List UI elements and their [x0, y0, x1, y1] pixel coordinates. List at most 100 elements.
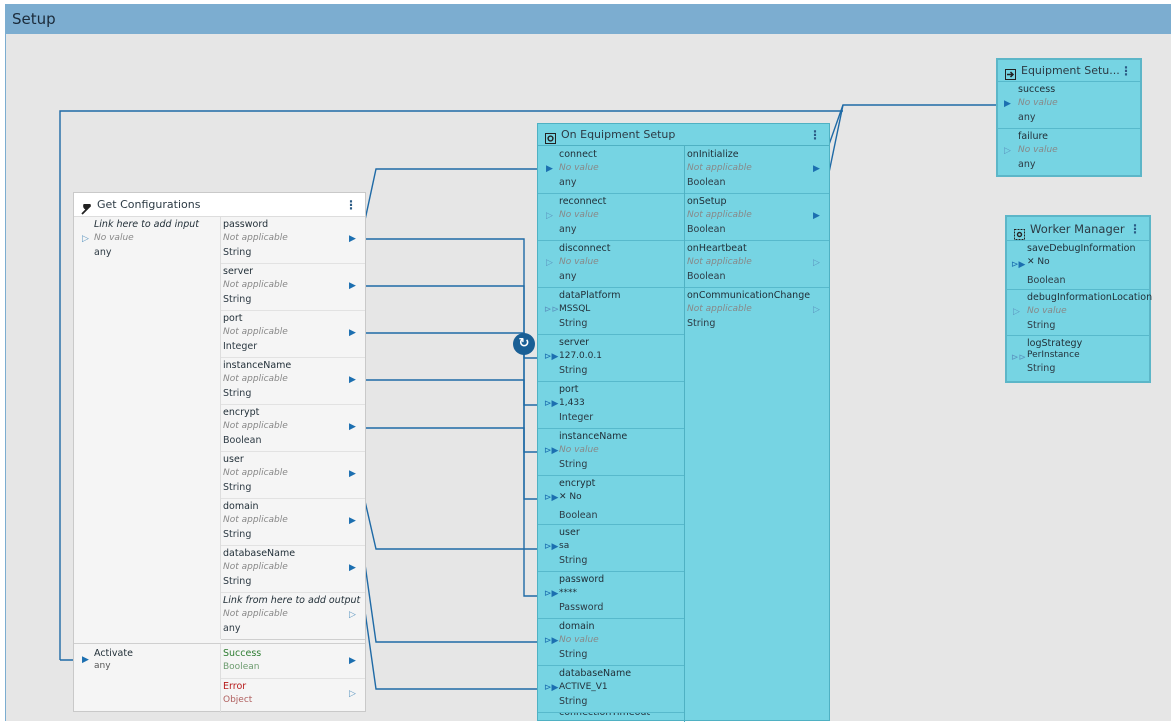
oes-input-password[interactable]: ⊳▶ password **** Password — [538, 572, 684, 619]
oes-output-oninitialize[interactable]: onInitialize Not applicable Boolean ▶ — [685, 147, 829, 194]
oes-output-oncommunicationchange[interactable]: onCommunicationChange Not applicable Str… — [685, 288, 829, 335]
port-type: Boolean — [687, 271, 725, 282]
port-name: failure — [1018, 131, 1048, 142]
port-type: Integer — [559, 412, 593, 423]
wm-debuglocation-port[interactable]: ▷ debugInformationLocation No value Stri… — [1007, 290, 1149, 336]
port-type: any — [559, 224, 576, 235]
output-arrow-icon[interactable]: ▶ — [349, 234, 356, 244]
port-name: port — [559, 384, 578, 395]
worker-manager-node[interactable]: Worker Manager ⋮ ⊳▶ saveDebugInformation… — [1005, 215, 1151, 383]
oes-input-connect[interactable]: ▶ connect No value any — [538, 147, 684, 194]
output-arrow-icon[interactable]: ▶ — [349, 563, 356, 573]
oes-input-user[interactable]: ⊳▶ user sa String — [538, 525, 684, 572]
output-arrow-icon[interactable]: ▶ — [349, 422, 356, 432]
oes-input-port[interactable]: ⊳▶ port 1,433 Integer — [538, 382, 684, 429]
port-name: domain — [223, 501, 259, 512]
port-value: Not applicable — [223, 609, 288, 619]
double-arrow-icon: ⊳▶ — [544, 493, 558, 503]
output-arrow-icon[interactable]: ▶ — [349, 375, 356, 385]
port-value: 127.0.0.1 — [559, 351, 602, 361]
oes-input-dataplatform[interactable]: ⊳⊳ dataPlatform MSSQL String — [538, 288, 684, 335]
kebab-menu-icon[interactable]: ⋮ — [809, 124, 821, 146]
gc-output-encrypt[interactable]: encrypt Not applicable Boolean ▶ — [221, 405, 365, 452]
gc-output-password[interactable]: password Not applicable String ▶ — [221, 217, 365, 264]
worker-manager-title: Worker Manager — [1030, 222, 1125, 236]
gc-error-port[interactable]: Error Object ▷ — [221, 679, 365, 712]
port-value: ACTIVE_V1 — [559, 682, 608, 692]
input-arrow-icon: ▶ — [82, 655, 89, 665]
port-value: Not applicable — [223, 280, 288, 290]
output-arrow-icon[interactable]: ▷ — [813, 305, 820, 315]
gc-output-instancename[interactable]: instanceName Not applicable String ▶ — [221, 358, 365, 405]
get-configurations-node[interactable]: Get Configurations ⋮ Link here to add in… — [73, 192, 366, 712]
port-name: Activate — [94, 648, 133, 659]
output-arrow-icon[interactable]: ▶ — [349, 281, 356, 291]
gc-output-port[interactable]: port Not applicable Integer ▶ — [221, 311, 365, 358]
kebab-menu-icon[interactable]: ⋮ — [1129, 217, 1141, 241]
port-value: No value — [1018, 145, 1058, 155]
output-arrow-icon[interactable]: ▶ — [813, 211, 820, 221]
oes-input-disconnect[interactable]: ▷ disconnect No value any — [538, 241, 684, 288]
oes-input-databasename[interactable]: ⊳▶ databaseName ACTIVE_V1 String — [538, 666, 684, 713]
port-name: server — [559, 337, 589, 348]
gc-output-user[interactable]: user Not applicable String ▶ — [221, 452, 365, 499]
output-arrow-icon[interactable]: ▷ — [349, 610, 356, 620]
window-title-bar: Setup — [5, 4, 1171, 34]
get-configurations-header[interactable]: Get Configurations ⋮ — [74, 193, 365, 217]
port-type: any — [1018, 112, 1035, 123]
oes-input-encrypt[interactable]: ⊳▶ encrypt ✕ No Boolean — [538, 476, 684, 525]
port-type: any — [94, 661, 111, 671]
gc-input-port[interactable]: Link here to add input ▷ No value any — [74, 217, 220, 261]
port-value: **** — [559, 588, 577, 598]
port-name: onHeartbeat — [687, 243, 747, 254]
gc-success-port[interactable]: Success Boolean ▶ — [221, 646, 365, 679]
port-type: Password — [559, 602, 603, 613]
output-arrow-icon[interactable]: ▷ — [813, 258, 820, 268]
kebab-menu-icon[interactable]: ⋮ — [1120, 60, 1132, 82]
es-failure-port[interactable]: ▷ failure No value any — [998, 129, 1140, 175]
oes-input-instancename[interactable]: ⊳▶ instanceName No value String — [538, 429, 684, 476]
port-name: reconnect — [559, 196, 606, 207]
output-arrow-icon[interactable]: ▶ — [349, 469, 356, 479]
port-type: Boolean — [687, 177, 725, 188]
wrench-icon — [81, 200, 92, 211]
equipment-setup-result-title: Equipment Setu... — [1021, 64, 1120, 77]
oes-input-domain[interactable]: ⊳▶ domain No value String — [538, 619, 684, 666]
port-value: sa — [559, 541, 569, 551]
port-name: databaseName — [559, 668, 631, 679]
double-arrow-icon: ⊳▶ — [544, 636, 558, 646]
port-value: ✕ No — [1027, 257, 1050, 267]
oes-output-onsetup[interactable]: onSetup Not applicable Boolean ▶ — [685, 194, 829, 241]
on-equipment-setup-node[interactable]: On Equipment Setup ⋮ ▶ connect No value … — [537, 123, 830, 721]
gc-activate-port[interactable]: ▶ Activate any — [74, 646, 220, 686]
port-type: any — [1018, 159, 1035, 170]
double-arrow-icon: ⊳▶ — [544, 352, 558, 362]
double-arrow-icon: ⊳▶ — [1011, 260, 1025, 270]
gc-output-databasename[interactable]: databaseName Not applicable String ▶ — [221, 546, 365, 593]
worker-manager-header[interactable]: Worker Manager ⋮ — [1007, 217, 1149, 241]
port-type: String — [223, 247, 251, 258]
oes-input-reconnect[interactable]: ▷ reconnect No value any — [538, 194, 684, 241]
port-value: No value — [559, 210, 599, 220]
output-arrow-icon[interactable]: ▶ — [349, 516, 356, 526]
kebab-menu-icon[interactable]: ⋮ — [345, 193, 357, 217]
port-value: Not applicable — [223, 233, 288, 243]
output-arrow-icon[interactable]: ▶ — [813, 164, 820, 174]
on-equipment-setup-header[interactable]: On Equipment Setup ⋮ — [538, 124, 829, 146]
wm-savedebug-port[interactable]: ⊳▶ saveDebugInformation ✕ No Boolean — [1007, 241, 1149, 290]
es-success-port[interactable]: ▶ success No value any — [998, 82, 1140, 129]
gc-output-server[interactable]: server Not applicable String ▶ — [221, 264, 365, 311]
oes-output-onheartbeat[interactable]: onHeartbeat Not applicable Boolean ▷ — [685, 241, 829, 288]
output-arrow-icon[interactable]: ▷ — [349, 689, 356, 699]
gc-output-domain[interactable]: domain Not applicable String ▶ — [221, 499, 365, 546]
equipment-setup-result-header[interactable]: Equipment Setu... ⋮ — [998, 60, 1140, 82]
oes-input-server[interactable]: ⊳▶ server 127.0.0.1 String — [538, 335, 684, 382]
wm-logstrategy-port[interactable]: ⊳⊳ logStrategy PerInstance String — [1007, 336, 1149, 381]
gc-output-add[interactable]: Link from here to add output Not applica… — [221, 593, 365, 640]
port-name: password — [223, 219, 268, 230]
equipment-setup-result-node[interactable]: Equipment Setu... ⋮ ▶ success No value a… — [996, 58, 1142, 177]
sync-icon[interactable]: ↻ — [513, 333, 535, 355]
port-type: any — [223, 623, 240, 634]
output-arrow-icon[interactable]: ▶ — [349, 656, 356, 666]
output-arrow-icon[interactable]: ▶ — [349, 328, 356, 338]
